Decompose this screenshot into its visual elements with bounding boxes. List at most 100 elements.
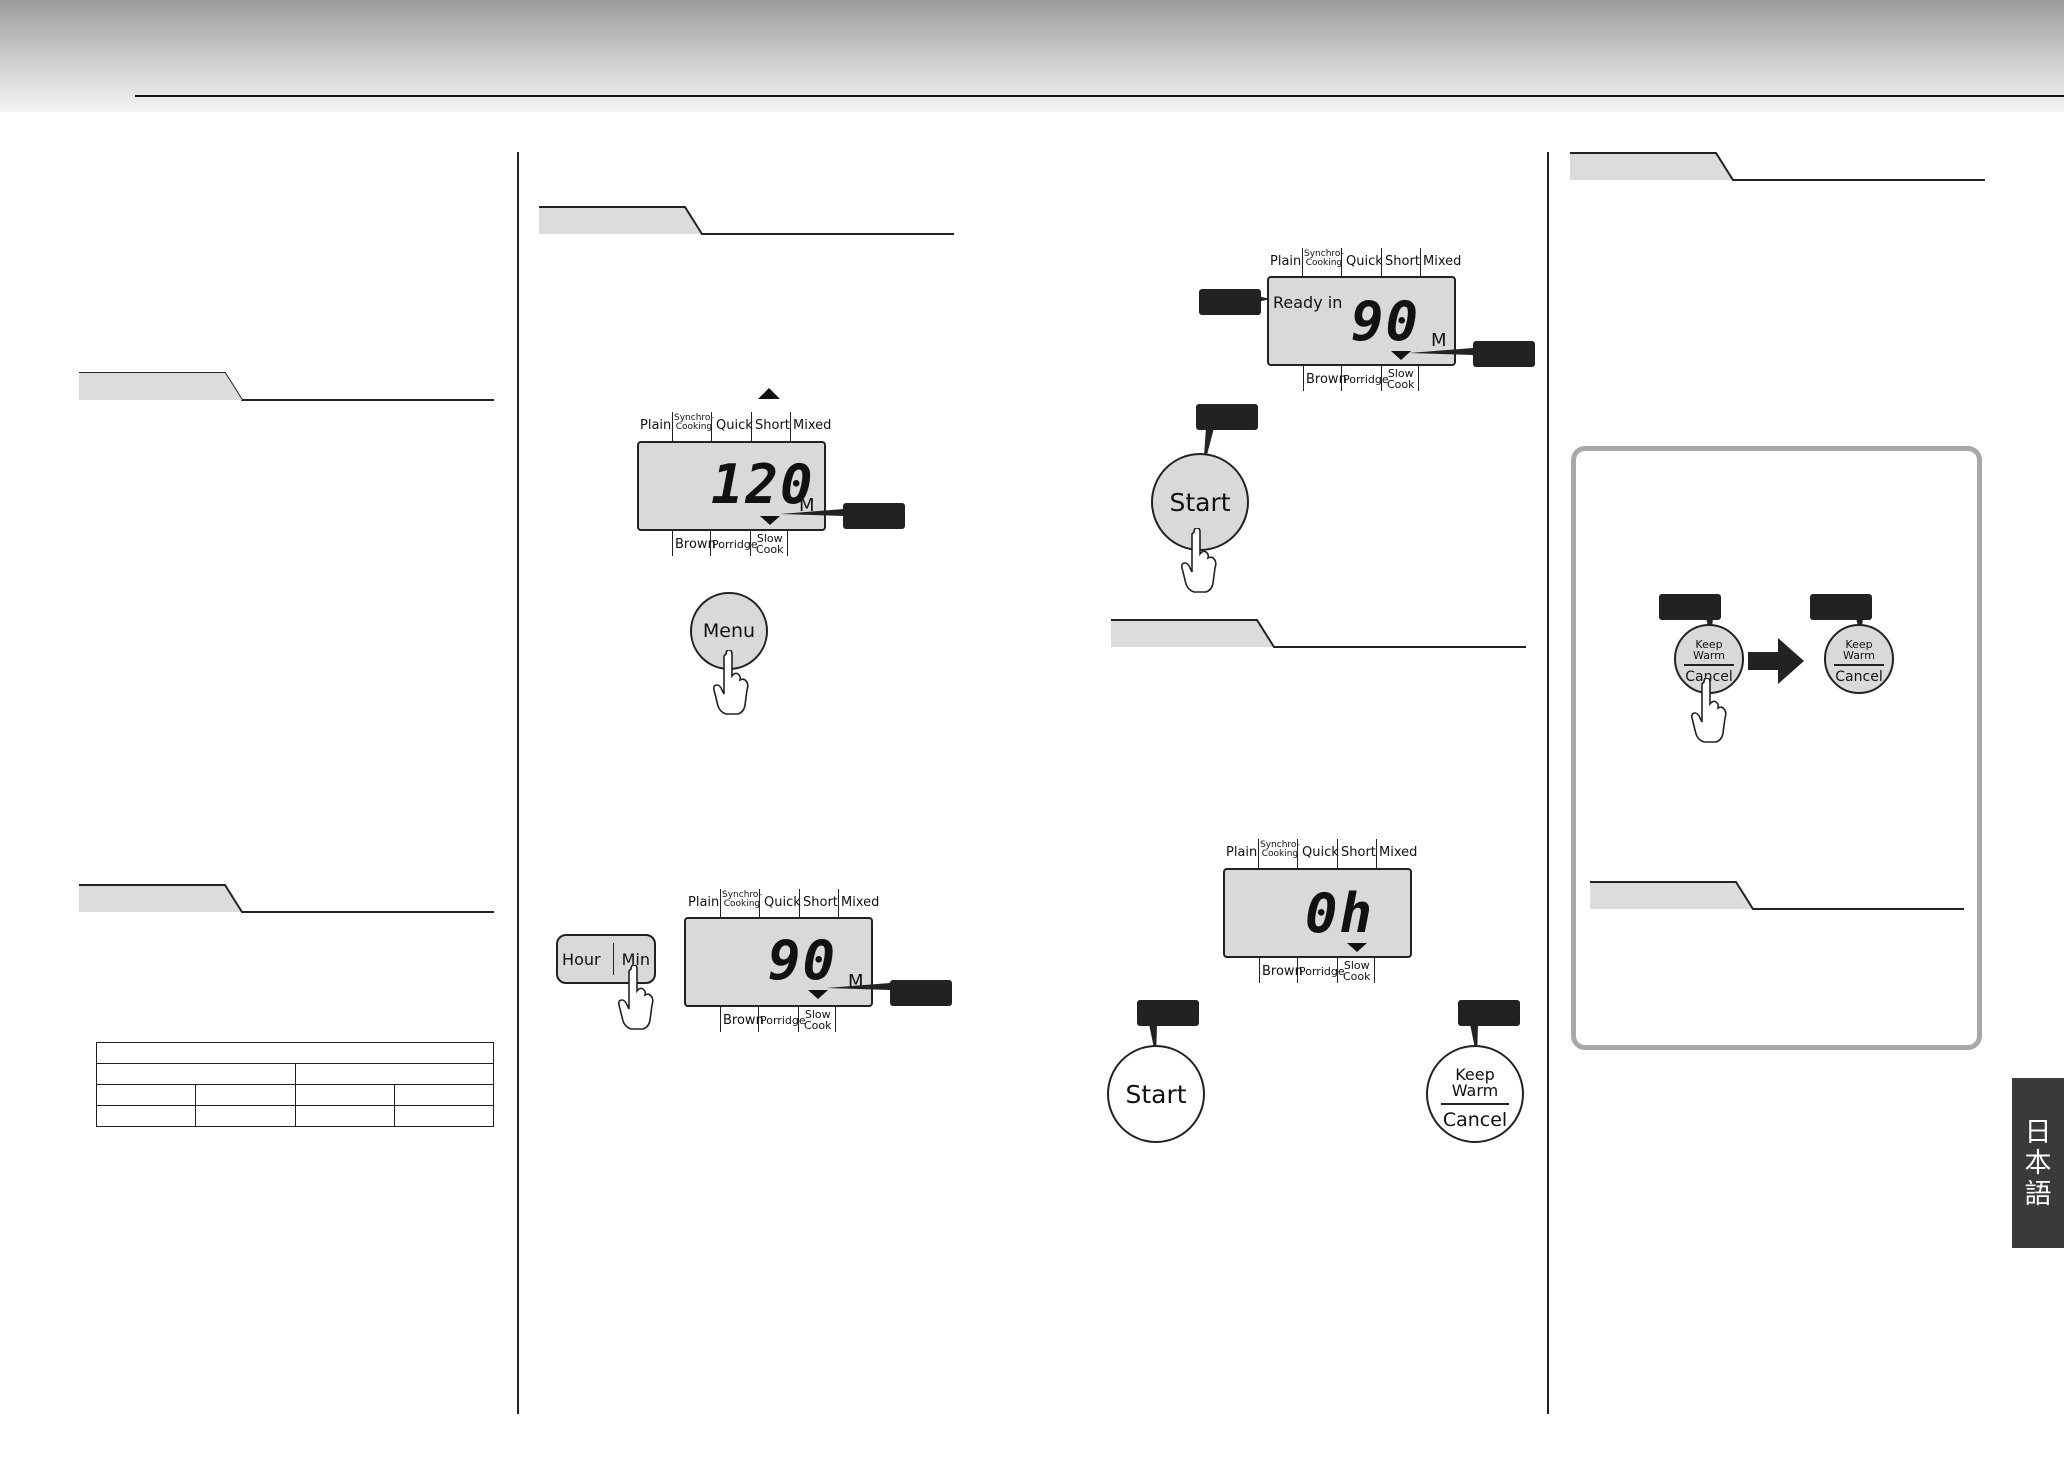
label-divider bbox=[720, 1006, 721, 1032]
keep-warm-label: Keep Warm bbox=[1843, 638, 1875, 663]
start-button[interactable]: Start bbox=[1151, 453, 1249, 551]
callout-tag bbox=[890, 980, 952, 1006]
hour-button-label[interactable]: Hour bbox=[562, 949, 601, 969]
language-tab[interactable]: 日 本 語 bbox=[2012, 1078, 2064, 1248]
label-mixed: Mixed bbox=[793, 418, 832, 433]
label-divider bbox=[1376, 839, 1377, 869]
label-synchro-cooking: Synchro- Cooking bbox=[1260, 840, 1300, 859]
language-tab-label: 日 本 語 bbox=[2024, 1116, 2052, 1210]
table-cell bbox=[95, 1084, 197, 1106]
note-panel bbox=[1571, 446, 1982, 1050]
section-tab bbox=[79, 372, 494, 401]
label-synchro-cooking: Synchro- Cooking bbox=[1304, 249, 1344, 268]
label-brown: Brown bbox=[1262, 964, 1303, 979]
down-arrow-icon bbox=[1391, 351, 1411, 360]
label-divider bbox=[759, 889, 760, 919]
display-value: 120 bbox=[711, 453, 815, 516]
table-cell bbox=[294, 1105, 395, 1127]
label-brown: Brown bbox=[1306, 372, 1347, 387]
label-divider bbox=[720, 889, 721, 919]
table-cell bbox=[96, 1063, 296, 1085]
button-divider bbox=[1684, 664, 1734, 666]
label-mixed: Mixed bbox=[1379, 845, 1418, 860]
label-divider bbox=[798, 1006, 799, 1032]
label-divider bbox=[787, 530, 788, 556]
callout-pointer bbox=[826, 983, 890, 990]
label-divider bbox=[1420, 248, 1421, 278]
cancel-label: Cancel bbox=[1442, 1108, 1508, 1131]
label-plain: Plain bbox=[1226, 845, 1258, 860]
spec-table bbox=[95, 1042, 495, 1127]
label-plain: Plain bbox=[1270, 254, 1302, 269]
down-arrow-icon bbox=[808, 990, 828, 999]
label-divider bbox=[1337, 957, 1338, 983]
label-slow-cook: Slow Cook bbox=[1343, 959, 1371, 983]
callout-tag bbox=[1199, 289, 1261, 315]
callout-tag bbox=[1137, 1000, 1199, 1026]
label-divider bbox=[750, 530, 751, 556]
menu-button-label: Menu bbox=[702, 620, 756, 642]
cancel-label: Cancel bbox=[1685, 668, 1733, 685]
label-divider bbox=[1418, 365, 1419, 391]
table-cell bbox=[95, 1105, 197, 1127]
table-cell bbox=[393, 1084, 495, 1106]
label-divider bbox=[1258, 839, 1259, 869]
section-tab bbox=[79, 884, 494, 913]
label-slow-cook: Slow Cook bbox=[756, 532, 784, 556]
min-button-label[interactable]: Min bbox=[621, 949, 650, 969]
label-divider bbox=[1303, 365, 1304, 391]
table-cell bbox=[294, 1063, 494, 1085]
pointing-hand-icon bbox=[1181, 528, 1217, 593]
table-cell bbox=[195, 1105, 296, 1127]
label-divider bbox=[1341, 365, 1342, 391]
label-quick: Quick bbox=[716, 418, 753, 433]
callout-tag bbox=[1473, 341, 1535, 367]
label-quick: Quick bbox=[1302, 845, 1339, 860]
lcd-display: 0h bbox=[1223, 868, 1412, 958]
lcd-display: 120 M bbox=[637, 441, 826, 531]
start-button-label: Start bbox=[1125, 1079, 1187, 1109]
label-divider bbox=[711, 412, 712, 442]
label-short: Short bbox=[1341, 845, 1376, 860]
label-porridge: Porridge bbox=[712, 538, 758, 551]
keep-warm-cancel-button[interactable]: Keep Warm Cancel bbox=[1426, 1045, 1524, 1143]
header-rule bbox=[135, 95, 2064, 97]
label-plain: Plain bbox=[688, 895, 720, 910]
display-unit: M bbox=[1431, 330, 1447, 351]
down-arrow-icon bbox=[760, 516, 780, 525]
label-divider bbox=[790, 412, 791, 442]
callout-tag bbox=[1458, 1000, 1520, 1026]
lcd-display: Ready in 90 M bbox=[1267, 276, 1456, 366]
label-quick: Quick bbox=[764, 895, 801, 910]
lcd-display: 90 M bbox=[684, 917, 873, 1007]
section-tab bbox=[1111, 619, 1526, 648]
table-cell bbox=[96, 1042, 494, 1064]
label-divider bbox=[835, 1006, 836, 1032]
label-divider bbox=[751, 412, 752, 442]
start-button-label: Start bbox=[1169, 487, 1231, 517]
label-synchro-cooking: Synchro- Cooking bbox=[674, 413, 714, 432]
down-arrow-icon bbox=[1347, 943, 1367, 952]
keep-warm-cancel-button[interactable]: Keep Warm Cancel bbox=[1824, 624, 1894, 694]
label-short: Short bbox=[803, 895, 838, 910]
label-divider bbox=[1337, 839, 1338, 869]
display-value: 90 bbox=[768, 929, 838, 992]
hour-min-button[interactable]: Hour Min bbox=[556, 934, 656, 984]
label-slow-cook: Slow Cook bbox=[804, 1008, 832, 1032]
keep-warm-label: Keep Warm bbox=[1693, 638, 1725, 663]
label-mixed: Mixed bbox=[841, 895, 880, 910]
section-tab bbox=[539, 206, 954, 235]
keep-warm-label: Keep Warm bbox=[1451, 1065, 1499, 1101]
label-short: Short bbox=[755, 418, 790, 433]
label-porridge: Porridge bbox=[1343, 373, 1389, 386]
keep-warm-cancel-button[interactable]: Keep Warm Cancel bbox=[1674, 624, 1744, 694]
label-divider bbox=[1341, 248, 1342, 278]
label-divider bbox=[1297, 957, 1298, 983]
label-divider bbox=[838, 889, 839, 919]
callout-tag bbox=[1196, 404, 1258, 430]
button-divider bbox=[1441, 1103, 1509, 1105]
display-value: 90 bbox=[1351, 290, 1421, 353]
start-button[interactable]: Start bbox=[1107, 1045, 1205, 1143]
table-cell bbox=[294, 1084, 395, 1106]
section-tab bbox=[1570, 152, 1985, 181]
